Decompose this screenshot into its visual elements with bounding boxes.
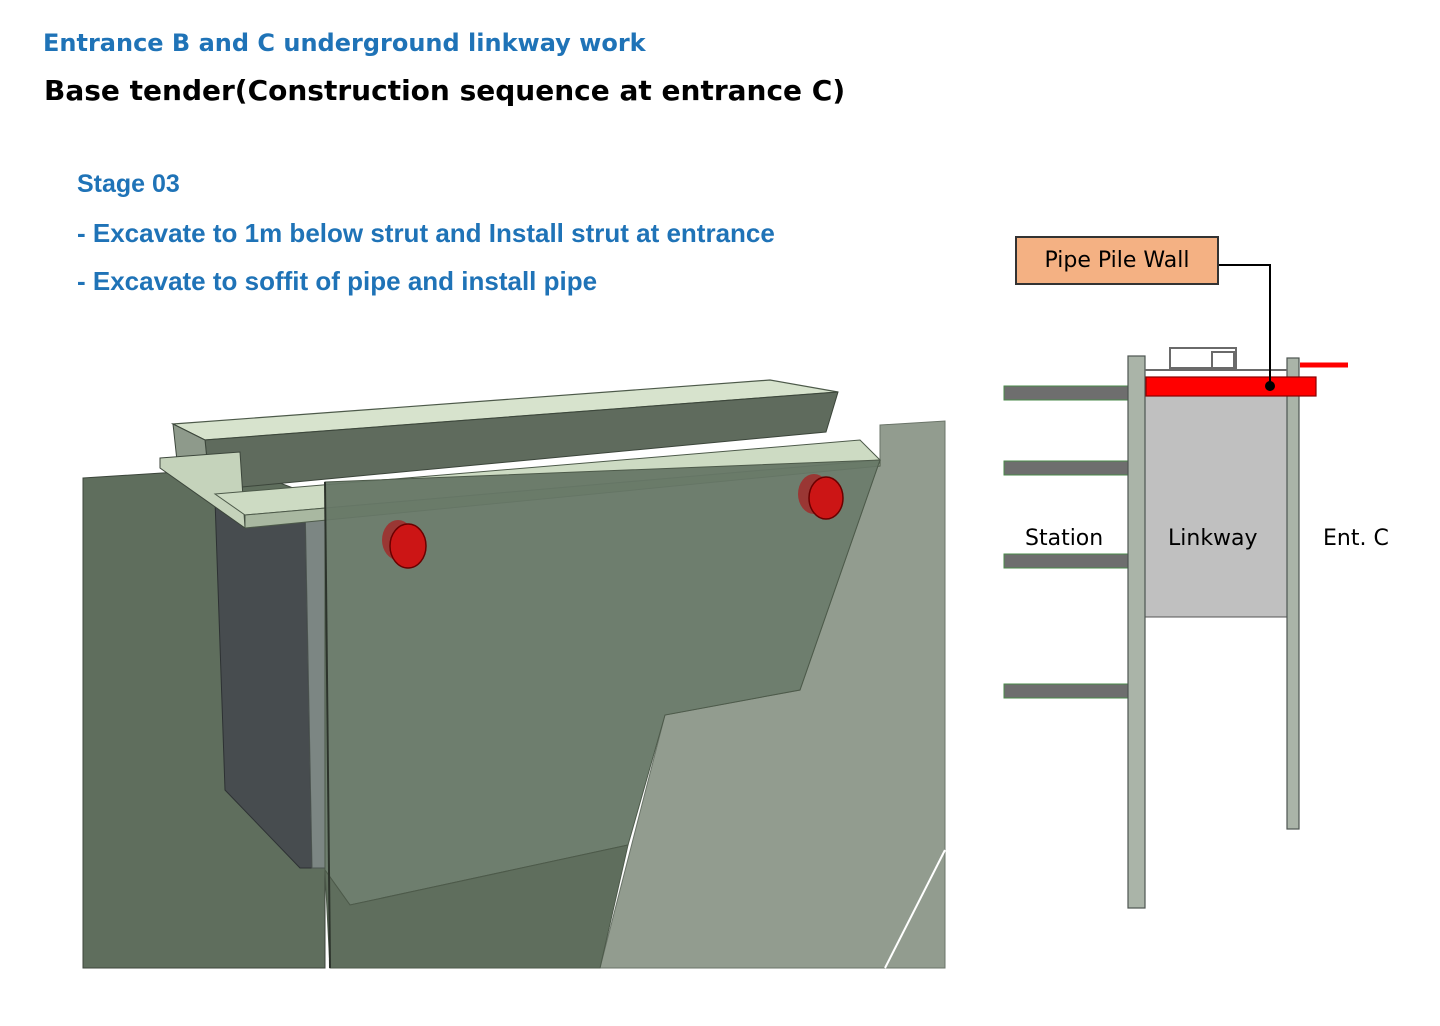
station-strut-3 bbox=[1003, 553, 1129, 569]
roof-structure-inner bbox=[1211, 351, 1235, 369]
pipe-pile-wall-callout: Pipe Pile Wall bbox=[1015, 236, 1219, 285]
entrance-c-label: Ent. C bbox=[1323, 526, 1389, 551]
right-edge-line bbox=[884, 849, 946, 969]
pipe-pile-wall bbox=[1145, 376, 1317, 397]
linkway-label: Linkway bbox=[1168, 526, 1258, 551]
station-strut-1 bbox=[1003, 385, 1129, 401]
stage-label: Stage 03 bbox=[77, 170, 180, 198]
station-strut-4 bbox=[1003, 683, 1129, 699]
stage-step-1: - Excavate to 1m below strut and Install… bbox=[77, 218, 775, 248]
callout-text: Pipe Pile Wall bbox=[1044, 248, 1190, 273]
panel-edge-line bbox=[324, 481, 331, 969]
station-strut-2 bbox=[1003, 460, 1129, 476]
station-wall bbox=[1127, 355, 1146, 909]
callout-dot bbox=[1265, 381, 1275, 391]
callout-leader bbox=[1219, 264, 1271, 386]
page-subtitle: Base tender(Construction sequence at ent… bbox=[44, 74, 846, 107]
pipe-right bbox=[798, 474, 844, 520]
entrance-wall bbox=[1286, 357, 1300, 830]
page-title: Entrance B and C underground linkway wor… bbox=[43, 29, 646, 57]
roof-structure bbox=[1169, 347, 1237, 369]
pipe-left bbox=[382, 520, 427, 569]
station-label: Station bbox=[1025, 526, 1104, 551]
linkway-box bbox=[1144, 394, 1288, 618]
stage-step-2: - Excavate to soffit of pipe and install… bbox=[77, 266, 598, 296]
